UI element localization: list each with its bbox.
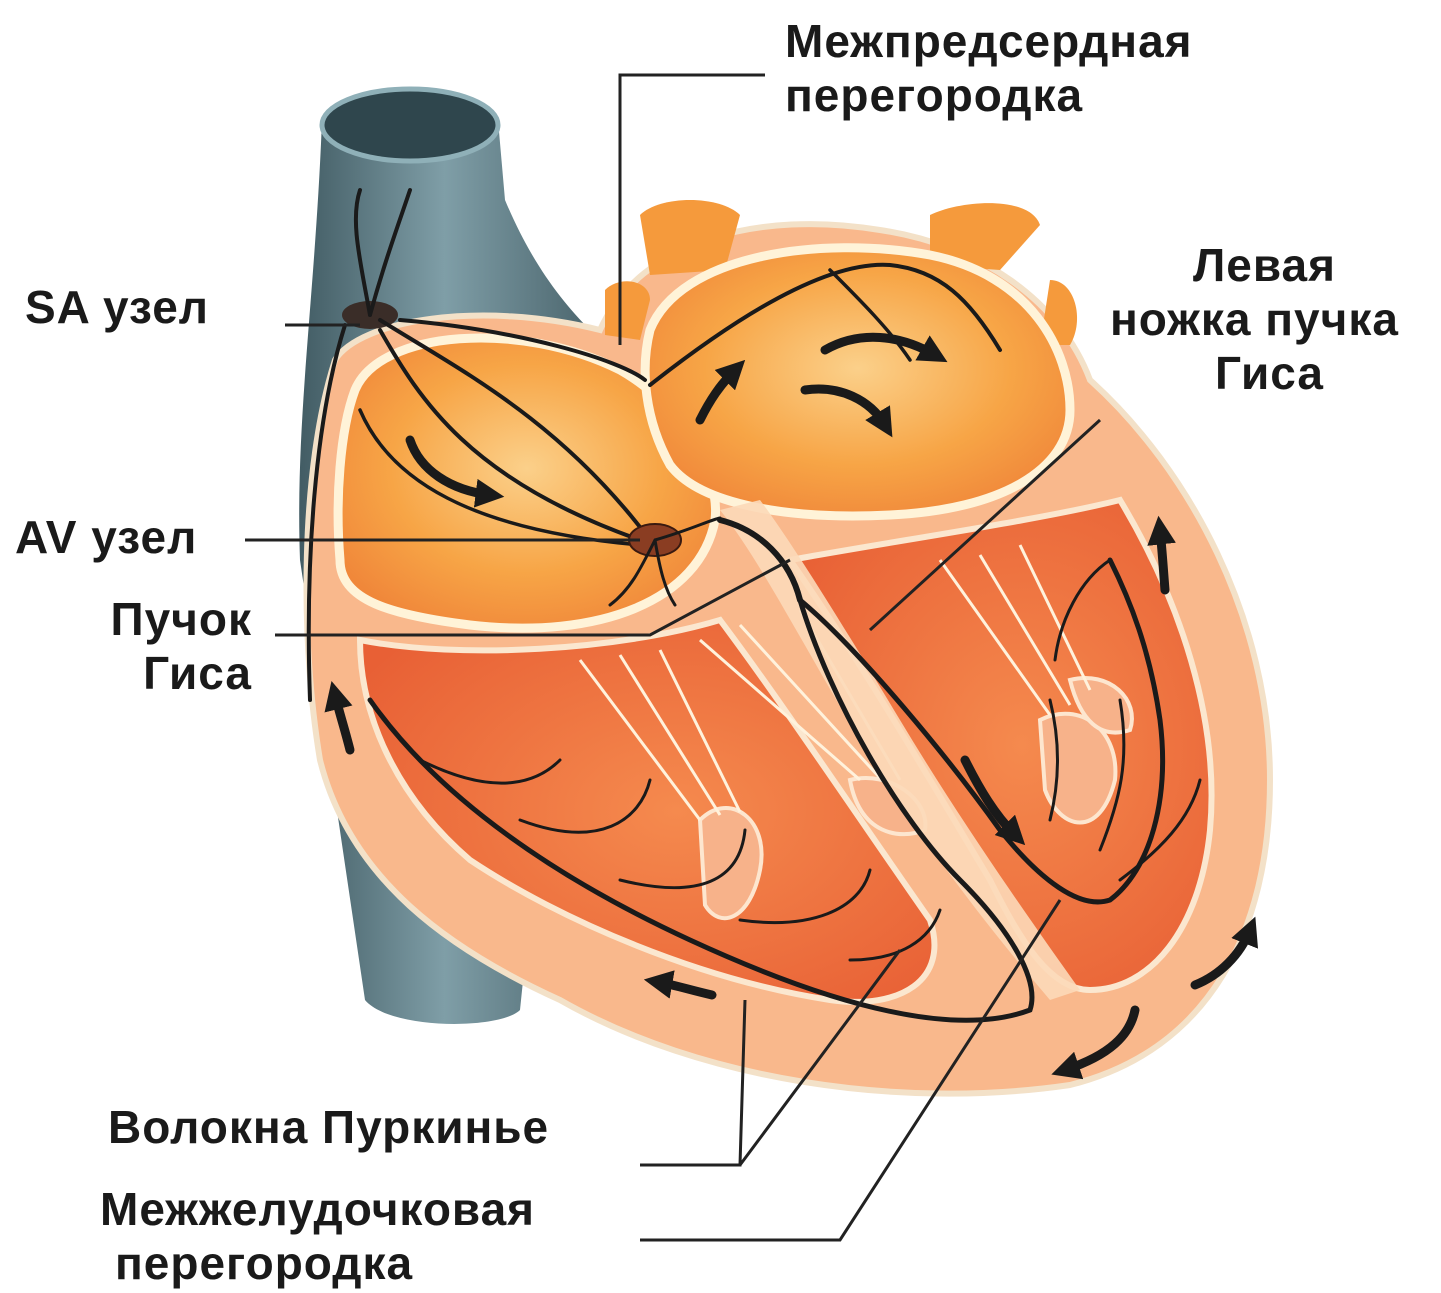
label-left-bundle-line2: ножка пучка bbox=[1110, 292, 1399, 346]
label-sa-node: SA узел bbox=[25, 280, 209, 334]
label-av-node: AV узел bbox=[15, 510, 197, 564]
label-left-bundle-line1: Левая bbox=[1130, 238, 1399, 292]
label-sa-node-text: SA узел bbox=[25, 280, 209, 334]
label-left-bundle-line3: Гиса bbox=[1140, 346, 1399, 400]
left-atrium bbox=[645, 248, 1070, 516]
label-purkinje-text: Волокна Пуркинье bbox=[108, 1100, 549, 1154]
label-interventricular-septum: Межжелудочковая перегородка bbox=[100, 1182, 535, 1290]
label-bundle-his-line2: Гиса bbox=[72, 646, 252, 700]
label-bundle-his-line1: Пучок bbox=[72, 592, 252, 646]
label-av-node-text: AV узел bbox=[15, 510, 197, 564]
label-interventricular-line1: Межжелудочковая bbox=[100, 1182, 535, 1236]
label-bundle-of-his: Пучок Гиса bbox=[72, 592, 252, 700]
label-interatrial-septum: Межпредсердная перегородка bbox=[785, 14, 1193, 122]
label-interventricular-line2: перегородка bbox=[115, 1236, 535, 1290]
label-purkinje-fibers: Волокна Пуркинье bbox=[108, 1100, 549, 1154]
label-interatrial-septum-line1: Межпредсердная bbox=[785, 14, 1193, 68]
label-left-bundle-branch: Левая ножка пучка Гиса bbox=[1110, 238, 1399, 400]
label-interatrial-septum-line2: перегородка bbox=[785, 68, 1193, 122]
